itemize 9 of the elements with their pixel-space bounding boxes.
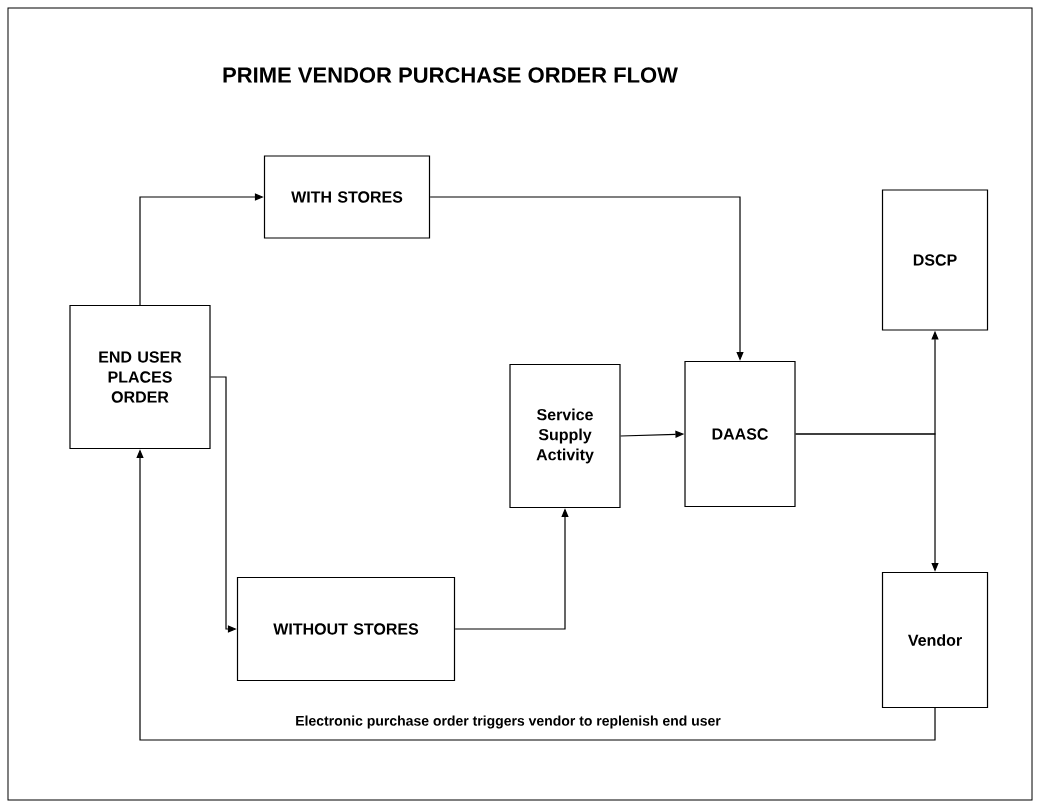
edge-label: Electronic purchase order triggers vendor to replenish end user [294, 714, 722, 730]
process-box: Vendor [881, 571, 989, 709]
process-box: Service Supply Activity [509, 363, 621, 509]
process-box: DSCP [881, 189, 989, 331]
process-box: WITHOUT STORES [236, 576, 456, 682]
title: PRIME VENDOR PURCHASE ORDER FLOW [223, 67, 678, 83]
process-box: END USER PLACES ORDER [69, 304, 211, 450]
process-box: WITH STORES [263, 155, 431, 239]
process-box: DAASC [684, 360, 796, 508]
